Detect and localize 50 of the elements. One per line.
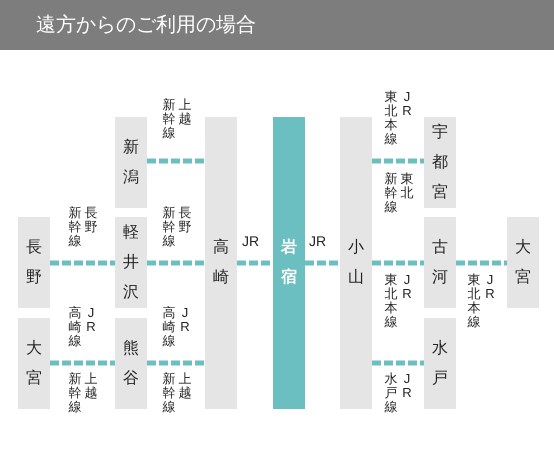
line-label: JR高崎線 [162,306,191,348]
station-box [424,318,456,409]
rail-line [237,260,273,266]
rail-line [305,260,340,266]
rail-line [372,158,424,164]
station-name: 古河 [432,238,448,288]
station-box [507,217,539,308]
station-box [115,117,147,208]
rail-line [372,360,424,366]
rail-line [147,158,205,164]
line-label: 上越新幹線 [68,372,98,414]
line-label: 上越新幹線 [162,98,192,140]
line-label: 上越新幹線 [162,372,192,414]
station-name: 新潟 [123,138,139,188]
station-bar [273,117,305,409]
station-name: 大宮 [515,238,531,288]
station-name: 高崎 [213,238,229,288]
line-label: 長野新幹線 [162,206,192,248]
line-label: JR [242,234,260,248]
station-name: 小山 [348,238,364,288]
station-name: 大宮 [26,338,42,388]
station-name: 長野 [26,238,42,288]
station-box [205,117,237,409]
station-box [340,117,372,409]
rail-line [456,260,507,266]
station-name: 宇都宮 [432,122,448,202]
station-name: 軽井沢 [123,222,139,302]
line-label: JR東北本線 [467,273,496,329]
station-name: 水戸 [432,338,448,388]
title-banner: 遠方からのご利用の場合 [0,0,554,50]
station-box [115,318,147,409]
station-name: 岩宿 [281,238,297,288]
line-label: JR [309,234,326,248]
rail-line [50,260,115,266]
line-label: JR東北本線 [384,273,413,329]
station-box [424,117,456,208]
rail-line [50,360,115,366]
line-label: 長野新幹線 [68,206,98,248]
station-box [18,217,50,308]
rail-line [147,360,205,366]
station-box [115,217,147,308]
station-box [18,318,50,409]
line-label: JR高崎線 [68,306,97,348]
line-label: JR水戸線 [384,372,413,414]
rail-line [147,260,205,266]
rail-line [372,260,424,266]
station-name: 熊谷 [123,338,139,388]
line-label: 東北新幹線 [384,172,414,214]
line-label: JR東北本線 [384,90,413,146]
station-box [424,217,456,308]
